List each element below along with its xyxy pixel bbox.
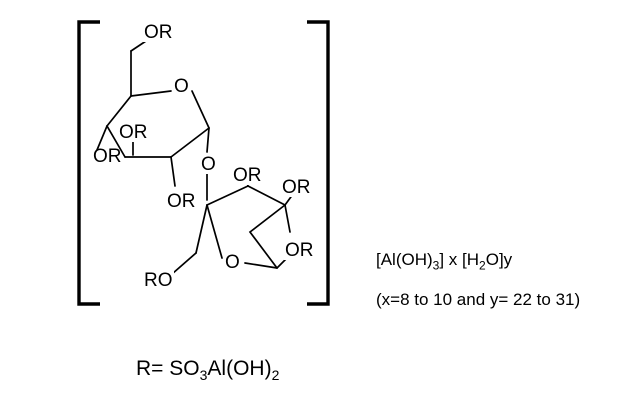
pyranose-ring <box>96 36 210 187</box>
formula-rdef-sub-3: 3 <box>199 367 208 384</box>
formula-aloh-part-2: O]y <box>485 250 513 269</box>
atom-label-or-c3-pyranose: OR <box>118 122 149 143</box>
atom-label-or-c4-furanose: OR <box>281 177 312 198</box>
atom-label-or-c4-pyranose: OR <box>93 146 122 167</box>
atom-label-ro-c1-furanose: RO <box>143 270 174 291</box>
formula-aloh-part-0: [Al(OH) <box>376 250 433 269</box>
formula-range-note: (x=8 to 10 and y= 22 to 31) <box>376 290 581 309</box>
formula-rdef-sub-2: 2 <box>271 367 280 384</box>
atom-label-o-glycosidic: O <box>200 154 217 175</box>
formula-aloh-sub-3: 3 <box>432 258 440 273</box>
atom-label-or-c3-furanose: OR <box>232 165 263 186</box>
atom-label-or-c2-pyranose: OR <box>166 191 197 212</box>
formula-aluminium-hydroxide: [Al(OH)3] x [H2O]y <box>376 250 513 273</box>
formula-aloh-sub-2: 2 <box>479 258 486 273</box>
formula-aloh-part-1: ] x [H <box>439 250 480 269</box>
atom-label-or-c5-furanose: OR <box>284 240 315 261</box>
bracket-left <box>77 20 100 306</box>
atom-label-o-ring-furanose: O <box>224 252 241 273</box>
formula-r-definition: R= SO3Al(OH)2 <box>136 357 279 382</box>
atom-label-or-c6-pyranose: OR <box>143 22 174 43</box>
formula-rdef-part-0: R= SO <box>136 357 200 380</box>
atom-label-o-ring-pyranose: O <box>173 76 190 97</box>
formula-rdef-part-1: Al(OH) <box>207 357 272 380</box>
bracket-right <box>307 20 330 306</box>
